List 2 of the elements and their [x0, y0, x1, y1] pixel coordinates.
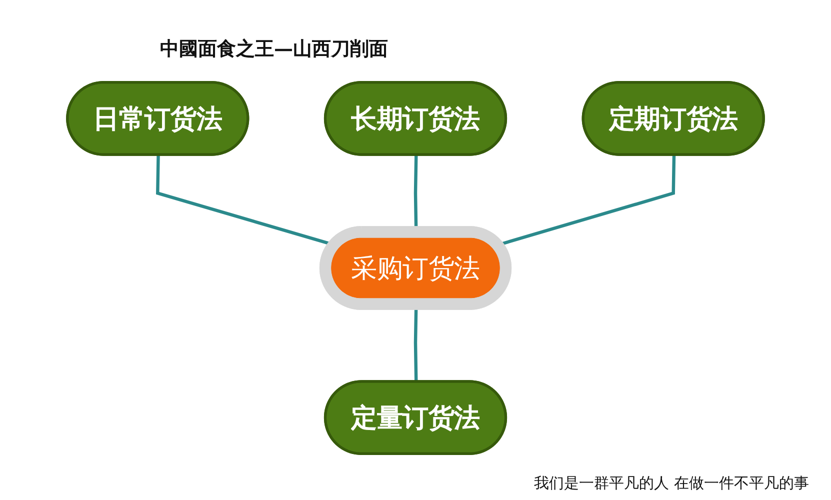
header-title: 中國面食之王—山西刀削面	[160, 37, 388, 62]
footer-slogan: 我们是一群平凡的人 在做一件不平凡的事	[534, 474, 809, 493]
